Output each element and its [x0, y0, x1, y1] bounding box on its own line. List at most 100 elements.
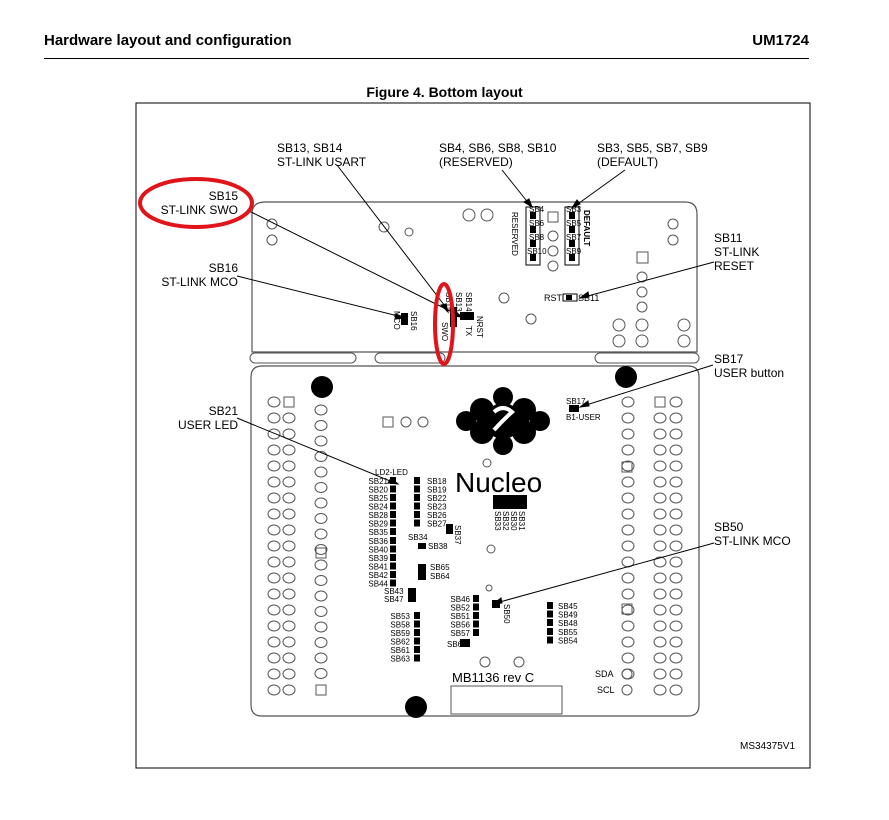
callout-sb15: SB15 ST-LINK SWO: [140, 189, 238, 217]
header-pin: [669, 428, 683, 440]
sb-label: SB58: [390, 621, 410, 630]
sb37-pad: [446, 524, 453, 534]
mcu-board-outline: [250, 365, 700, 717]
sb38-silk: SB38: [428, 542, 448, 551]
sb-label: SB18: [427, 477, 447, 486]
header-pin: [669, 476, 683, 488]
header-pin: [654, 396, 666, 408]
sb-pad: [390, 528, 396, 535]
header-pin: [267, 588, 281, 600]
header-pin: [314, 621, 328, 633]
sb-label: SB22: [427, 494, 447, 503]
sda-pad: [621, 668, 633, 680]
header-pin: [267, 492, 281, 504]
sb-label: SB54: [558, 637, 578, 646]
header-pin: [314, 606, 328, 617]
sb-pad: [473, 603, 479, 611]
sb-pad: [414, 494, 420, 501]
sb-pad: [414, 519, 420, 527]
sb43-47-pads: [408, 588, 416, 602]
header-pin: [314, 575, 328, 586]
sb64-65-pads: [418, 564, 426, 580]
sb-pad: [547, 628, 553, 635]
header-pin: [267, 524, 281, 536]
rst-silk: RST: [544, 293, 563, 303]
header-pin: [282, 412, 296, 424]
sb-pad: [414, 646, 420, 653]
scl-pad: [621, 684, 633, 696]
mounting-hole-b: [405, 696, 427, 718]
header-pin: [314, 544, 328, 555]
header-pin: [621, 620, 635, 632]
header-pin: [669, 668, 683, 680]
sb15-pad: [460, 312, 474, 320]
header-pin: [282, 636, 296, 648]
break-slot-left: [249, 352, 357, 364]
callout-sb11-line3: RESET: [714, 259, 755, 273]
header-pin: [267, 556, 281, 568]
callout-default-line2: (DEFAULT): [597, 155, 659, 169]
header-pin: [621, 588, 635, 600]
sb-pad: [473, 620, 479, 628]
sb-label: SB61: [390, 646, 410, 655]
sb30-33-pads: [493, 495, 527, 509]
sb-pad: [547, 602, 553, 609]
scl-silk: SCL: [597, 685, 615, 695]
header-pin: [669, 636, 683, 648]
header-pin: [621, 492, 635, 504]
figure-reference-code: MS34375V1: [740, 741, 796, 752]
header-pin: [283, 396, 295, 408]
header-pin: [669, 556, 683, 568]
callout-sb11: SB11 ST-LINK RESET: [714, 231, 759, 273]
sb65-silk: SB65: [430, 563, 450, 572]
solder-bridge-columns: SB21SB20SB25SB24SB28SB29SB35SB18SB19SB22…: [368, 477, 578, 664]
sb-label: SB19: [427, 486, 447, 495]
header-pin: [669, 620, 683, 632]
sb-pad: [414, 502, 420, 510]
sb-pad: [473, 629, 479, 636]
header-pin: [267, 684, 281, 696]
ld2-led-silk: LD2-LED: [375, 468, 408, 477]
header-pin: [621, 396, 635, 408]
header-pin: [282, 460, 296, 472]
header-pin: [653, 444, 667, 456]
stlink-board-outline: [251, 201, 698, 353]
sb16-silk: SB16: [409, 311, 418, 331]
sb-pad: [547, 610, 553, 618]
callout-default: SB3, SB5, SB7, SB9 (DEFAULT): [597, 141, 708, 169]
header-pin: [653, 476, 667, 488]
swo-silk: SWO: [440, 322, 449, 341]
sb-label: SB25: [368, 494, 388, 503]
callout-sb11-line1: SB11: [714, 231, 743, 245]
callout-sb21-line1: SB21: [208, 404, 238, 418]
figure-title: Figure 4. Bottom layout: [366, 84, 523, 100]
sb7-silk: SB7: [566, 233, 582, 242]
callout-reserved-line1: SB4, SB6, SB8, SB10: [439, 141, 557, 155]
header-pin: [282, 588, 296, 600]
header-pin: [669, 588, 683, 600]
sb-label: SB35: [368, 528, 388, 537]
header-pin: [282, 652, 296, 664]
mounting-hole-tl: [311, 376, 333, 398]
document-id: UM1724: [752, 32, 809, 49]
sb-label: SB56: [450, 621, 470, 630]
header-pin: [314, 590, 328, 602]
callout-sb21-line2: USER LED: [177, 418, 238, 432]
callout-sb16-line1: SB16: [208, 261, 238, 275]
callout-sb21: SB21 USER LED: [140, 404, 238, 432]
sb11-pad: [562, 293, 578, 302]
sb14-silk: SB14: [464, 292, 473, 312]
header-pin: [314, 637, 328, 648]
header-pin: [267, 476, 281, 488]
sb17-pad: [569, 405, 579, 412]
sb-pad: [390, 494, 396, 501]
header-pin: [653, 460, 667, 472]
header-pin: [653, 572, 667, 584]
default-jumper-block: [564, 206, 580, 266]
sb4-silk: SB4: [529, 205, 545, 214]
sb-pad: [390, 511, 396, 518]
callout-sb15-line1: SB15: [208, 189, 238, 203]
nucleo-wordmark: Nucleo: [455, 467, 542, 498]
sb38-pad: [418, 543, 426, 549]
header-pin: [669, 572, 683, 584]
